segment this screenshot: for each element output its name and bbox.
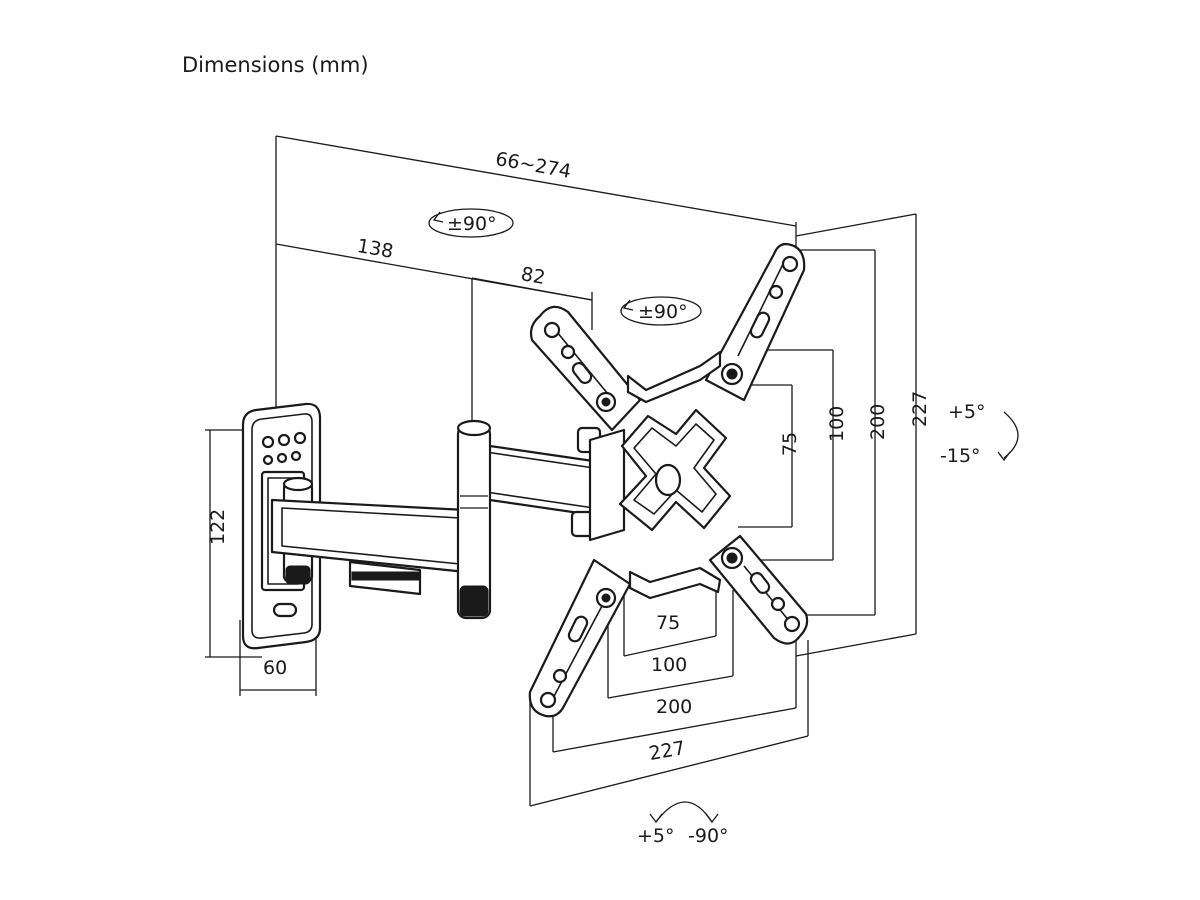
dim-vesa-horizontal-100: 100: [651, 654, 687, 676]
swivel-plate-ellipse-icon: [620, 296, 702, 326]
tilt-arrow-icon: [997, 451, 1011, 462]
tilt-arc-icon: [1003, 411, 1019, 459]
level-arrow-left-icon: [649, 813, 663, 824]
dim-arm-length-2: 82: [519, 263, 547, 289]
dimension-labels: 66~274 138 82 122 60 75 100 200 227 75 1…: [207, 148, 931, 765]
rotation-indicators: ±90° ±90° +5° -15° +5° -90°: [428, 208, 1019, 847]
first-arm: [270, 476, 468, 596]
tilt-down-label: -15°: [940, 445, 981, 467]
diagram-title: Dimensions (mm): [182, 53, 369, 77]
level-plus-label: +5°: [637, 825, 675, 847]
dim-plate-height: 227: [909, 391, 931, 427]
tilt-up-label: +5°: [948, 401, 986, 423]
dim-vesa-vertical-75: 75: [779, 432, 801, 456]
level-arrow-right-icon: [705, 813, 719, 824]
dim-vesa-vertical-200: 200: [867, 404, 889, 440]
dim-vesa-vertical-100: 100: [826, 406, 848, 442]
swivel-plate-label: ±90°: [638, 301, 688, 323]
dim-wall-plate-height: 122: [207, 509, 229, 545]
swivel-arm-label: ±90°: [447, 213, 497, 235]
vesa-plate: [528, 242, 809, 718]
dim-vesa-horizontal-200: 200: [656, 696, 692, 718]
dim-arm-extension: 66~274: [494, 148, 573, 183]
swivel-arm-ellipse-icon: [428, 208, 514, 238]
level-minus-label: -90°: [688, 825, 729, 847]
second-arm: [456, 419, 626, 620]
swivel-arm-arrow-icon: [432, 211, 444, 223]
dim-vesa-horizontal-75: 75: [656, 612, 680, 634]
swivel-plate-arrow-icon: [622, 299, 634, 311]
level-arc-icon: [655, 801, 713, 823]
dim-plate-width: 227: [647, 737, 687, 765]
dim-wall-plate-width: 60: [263, 657, 287, 679]
